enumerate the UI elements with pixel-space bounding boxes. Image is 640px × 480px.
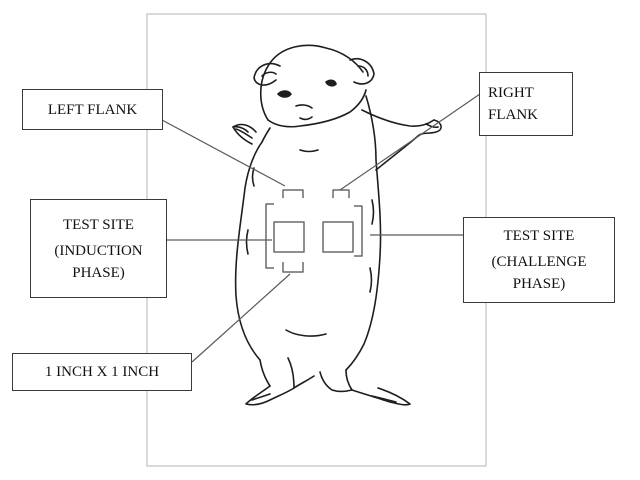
- bracket-right: [354, 205, 363, 257]
- label-test-site-challenge: TEST SITE (CHALLENGE PHASE): [463, 217, 615, 303]
- label-patch-size: 1 INCH X 1 INCH: [12, 353, 192, 391]
- label-patch-size-text: 1 INCH X 1 INCH: [44, 364, 160, 380]
- leader-patch-size: [191, 273, 291, 363]
- challenge-patch: [322, 221, 354, 253]
- label-test-induction-line-1: TEST SITE: [63, 216, 134, 233]
- label-test-challenge-line-1: TEST SITE: [503, 228, 575, 244]
- induction-patch: [273, 221, 305, 253]
- leader-right-flank: [339, 93, 481, 191]
- label-test-induction-line-3: PHASE): [72, 264, 125, 281]
- label-test-challenge-line-2: (CHALLENGE: [491, 254, 587, 270]
- leader-lines: [161, 93, 481, 363]
- label-test-challenge-line-3: PHASE): [512, 276, 566, 292]
- label-left-flank-text: LEFT FLANK: [47, 101, 138, 118]
- label-left-flank: LEFT FLANK: [22, 89, 163, 130]
- label-right-flank-line-1: RIGHT: [488, 85, 534, 101]
- clip-mark-left-bottom: [282, 262, 304, 273]
- bracket-left: [265, 203, 274, 269]
- clip-mark-left-top: [282, 189, 304, 198]
- label-right-flank-line-2: FLANK: [488, 107, 539, 123]
- leader-left-flank: [161, 119, 286, 187]
- label-right-flank: RIGHT FLANK: [479, 72, 573, 136]
- label-test-site-induction: TEST SITE (INDUCTION PHASE): [30, 199, 167, 298]
- label-test-induction-line-2: (INDUCTION: [54, 242, 143, 259]
